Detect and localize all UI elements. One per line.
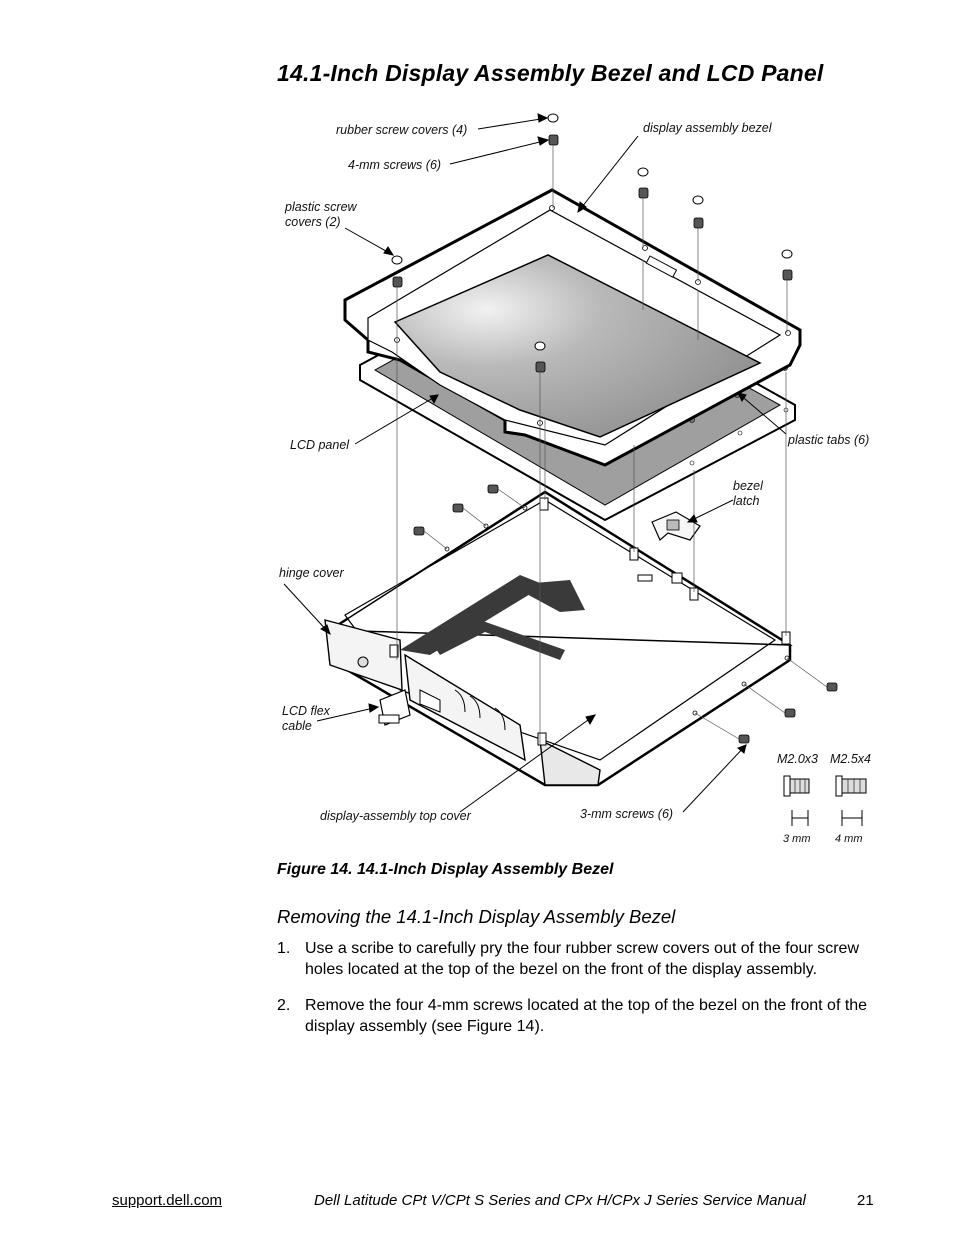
exploded-view-figure: rubber screw covers (4) 4-mm screws (6) … (270, 105, 890, 845)
label-plastic-screw-covers-2: covers (2) (285, 215, 341, 229)
top-cover-drawing (324, 490, 793, 787)
alignment-lines (396, 145, 828, 745)
label-bezel-latch-2: latch (733, 494, 759, 508)
label-lcd-flex-cable-2: cable (282, 719, 312, 733)
screw-size-key (783, 775, 867, 826)
footer-support-link[interactable]: support.dell.com (112, 1192, 223, 1209)
label-rubber-screw-covers: rubber screw covers (4) (336, 123, 467, 137)
step-text: Use a scribe to carefully pry the four r… (305, 940, 860, 978)
label-lcd-panel: LCD panel (290, 438, 350, 452)
label-plastic-tabs: plastic tabs (6) (787, 433, 869, 447)
screw-icons (391, 113, 838, 744)
label-bezel-latch: bezel (733, 479, 764, 493)
step-number: 2. (277, 997, 291, 1014)
steps-list: 1. Use a scribe to carefully pry the fou… (277, 938, 877, 1052)
step-item: 1. Use a scribe to carefully pry the fou… (277, 938, 877, 980)
step-text: Remove the four 4-mm screws located at t… (305, 997, 868, 1035)
leader-lines (283, 113, 787, 813)
label-4mm-length: 4 mm (835, 833, 863, 845)
label-top-cover: display-assembly top cover (320, 809, 472, 823)
label-4mm-screws: 4-mm screws (6) (348, 158, 441, 172)
label-display-assembly-bezel: display assembly bezel (643, 121, 773, 135)
label-lcd-flex-cable: LCD flex (282, 704, 331, 718)
page-number: 21 (857, 1192, 874, 1209)
figure-caption: Figure 14. 14.1-Inch Display Assembly Be… (277, 861, 614, 878)
footer-manual-title: Dell Latitude CPt V/CPt S Series and CPx… (314, 1192, 806, 1209)
label-m20x3: M2.0x3 (777, 752, 818, 766)
section-subheading: Removing the 14.1-Inch Display Assembly … (277, 906, 676, 927)
label-plastic-screw-covers: plastic screw (284, 200, 358, 214)
label-hinge-cover: hinge cover (279, 566, 344, 580)
bezel-drawing (343, 188, 802, 467)
step-item: 2. Remove the four 4-mm screws located a… (277, 995, 877, 1037)
label-m25x4: M2.5x4 (830, 752, 871, 766)
label-3mm-screws: 3-mm screws (6) (580, 807, 673, 821)
page-title: 14.1-Inch Display Assembly Bezel and LCD… (277, 60, 824, 86)
label-3mm-length: 3 mm (783, 833, 811, 845)
step-number: 1. (277, 940, 291, 957)
